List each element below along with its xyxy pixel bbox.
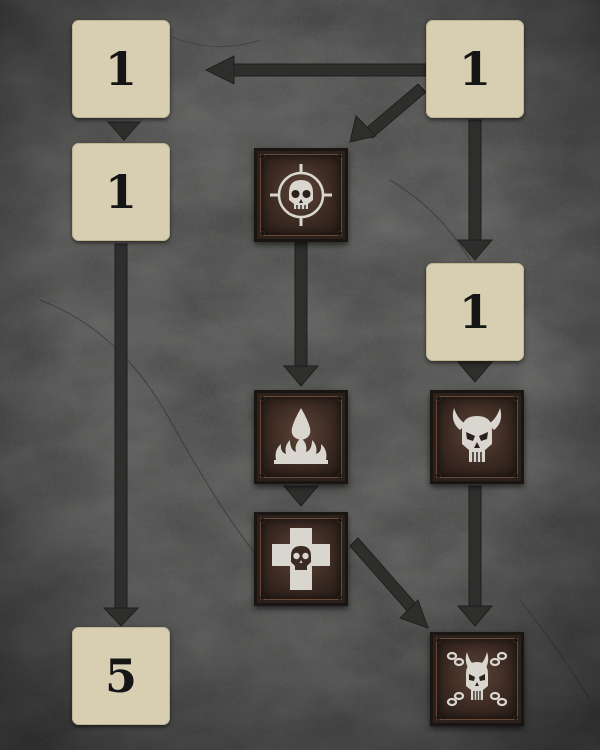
rank-value: 1 — [458, 285, 491, 339]
rank-node-bottom-left[interactable]: 5 — [72, 627, 170, 725]
skull-sigil-icon — [270, 164, 332, 226]
connector-lines — [102, 55, 494, 629]
rank-value: 1 — [104, 42, 137, 96]
chained-skull-icon — [446, 651, 508, 707]
flame-droplet-icon — [274, 408, 328, 464]
horned-skull-icon — [452, 408, 502, 462]
skill-node-chained-skull[interactable] — [430, 632, 524, 726]
rank-value: 5 — [104, 649, 137, 703]
rank-node-left-second[interactable]: 1 — [72, 143, 170, 241]
rank-node-right-second[interactable]: 1 — [426, 263, 524, 361]
skill-node-skull-cross[interactable] — [254, 512, 348, 606]
skull-cross-icon — [272, 528, 330, 590]
rank-node-top-right[interactable]: 1 — [426, 20, 524, 118]
rank-node-top-left[interactable]: 1 — [72, 20, 170, 118]
skill-node-flame-droplet[interactable] — [254, 390, 348, 484]
rank-value: 1 — [104, 165, 137, 219]
skill-node-horned-skull[interactable] — [430, 390, 524, 484]
skill-node-skull-sigil[interactable] — [254, 148, 348, 242]
rank-value: 1 — [458, 42, 491, 96]
